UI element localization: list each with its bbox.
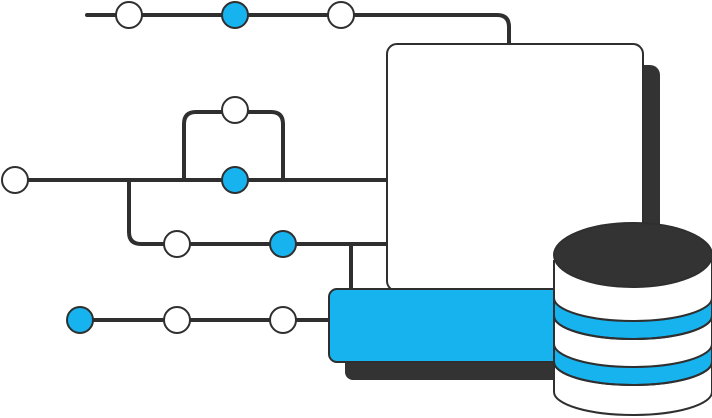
branch-connector-line [127, 178, 389, 246]
database-divider-lower [553, 361, 712, 386]
hollow-node [115, 1, 143, 29]
database-cylinder-icon [553, 222, 712, 416]
blue-storage-block-front [328, 288, 566, 363]
database-divider-upper [553, 315, 712, 340]
hollow-node [163, 306, 191, 334]
filled-node [221, 1, 249, 29]
filled-node [221, 166, 249, 194]
hollow-node [269, 306, 297, 334]
filled-node [269, 230, 297, 258]
database-top [553, 222, 712, 288]
network-nodes [1, 1, 355, 334]
server-panel [386, 43, 660, 315]
hollow-node [163, 230, 191, 258]
blue-storage-block [328, 288, 581, 380]
top-connector-line [85, 13, 511, 47]
hollow-node [1, 166, 29, 194]
hollow-node [327, 1, 355, 29]
hollow-node [221, 96, 249, 124]
filled-node [66, 306, 94, 334]
connector-lines [13, 13, 511, 322]
